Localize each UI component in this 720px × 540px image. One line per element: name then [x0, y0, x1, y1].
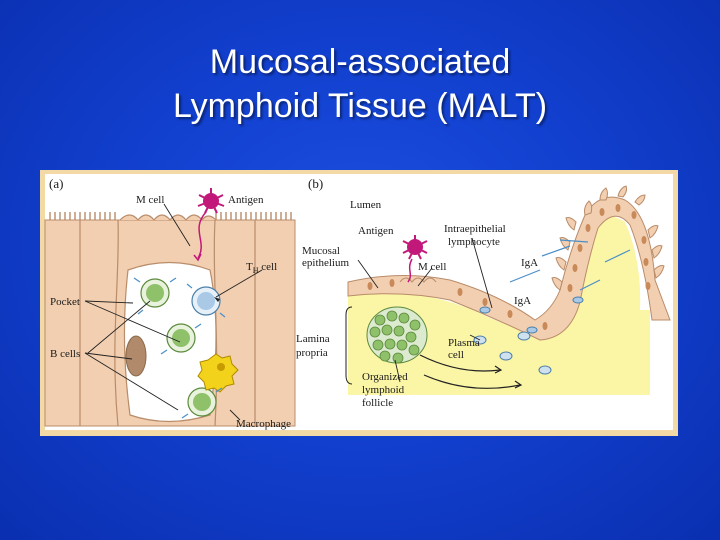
title-line-2: Lymphoid Tissue (MALT) — [172, 87, 548, 125]
panel-a-microvilli — [49, 212, 292, 220]
antigen-icon — [197, 188, 225, 214]
th-cell — [191, 286, 221, 316]
macrophage-nucleus — [217, 363, 225, 371]
label-lamina-2: propria — [296, 347, 328, 359]
b-cell — [187, 387, 217, 417]
label-plasma-2: cell — [448, 349, 464, 361]
label-mucosal-1: Mucosal — [302, 245, 340, 257]
arrowhead — [494, 365, 503, 374]
panel-b-m-cell — [399, 277, 437, 283]
label-pocket: Pocket — [50, 296, 80, 308]
label-iga-2: IgA — [514, 295, 531, 307]
label-lumen: Lumen — [350, 199, 382, 211]
label-lamina-1: Lamina — [296, 333, 330, 345]
arrowhead — [514, 380, 523, 389]
label-antigen-b: Antigen — [358, 225, 394, 237]
label-macrophage: Macrophage — [236, 418, 291, 430]
malt-diagram: (a) M cell Antigen TH cell Pocket B cell… — [44, 174, 673, 430]
label-iga-1: IgA — [521, 257, 538, 269]
panel-a: (a) M cell Antigen TH cell Pocket B cell… — [44, 176, 296, 430]
migration-arrows — [419, 354, 521, 389]
lymphoid-follicle — [366, 306, 428, 364]
label-follicle-2: lymphoid — [362, 384, 405, 396]
antigen-arrowhead — [193, 253, 202, 262]
iga-arrows — [509, 239, 631, 291]
macrophage — [197, 353, 239, 393]
label-m-cell-b: M cell — [418, 261, 446, 273]
label-intraepithelial-2: lymphocyte — [448, 236, 500, 248]
label-intraepithelial-1: Intraepithelial — [444, 223, 506, 235]
panel-a-m-cell-surface — [119, 214, 217, 221]
b-cell — [166, 323, 196, 353]
epithelial-nuclei — [367, 204, 651, 330]
b-cell — [140, 278, 170, 308]
title-line-1: Mucosal-associated — [209, 43, 511, 81]
label-m-cell-a: M cell — [136, 194, 164, 206]
panel-b-pointer-lines — [357, 237, 493, 383]
antigen-path-arrow — [407, 258, 413, 283]
villus-crypt-cells — [551, 185, 665, 291]
label-b-cells: B cells — [50, 348, 80, 360]
label-antigen-a: Antigen — [228, 194, 264, 206]
label-plasma-1: Plasma — [448, 337, 480, 349]
label-follicle-3: follicle — [362, 397, 393, 409]
malt-figure: (a) M cell Antigen TH cell Pocket B cell… — [40, 170, 678, 436]
panel-b-tag: (b) — [308, 176, 323, 191]
intraepithelial-lymphocyte — [479, 296, 584, 334]
lamina-bracket — [345, 306, 353, 385]
label-follicle-1: Organized — [362, 371, 408, 383]
label-th-cell: TH cell — [246, 261, 277, 275]
th-pointer-arrowhead — [214, 297, 220, 302]
panel-b: (b) Lumen Antigen Intraepithelial lympho… — [296, 176, 671, 409]
antigen-path-arrow — [197, 211, 207, 259]
panel-a-pointer-lines — [84, 203, 263, 421]
cell-nucleus — [125, 335, 147, 377]
panel-a-tag: (a) — [49, 176, 63, 191]
lamina-propria — [348, 215, 650, 395]
slide-title: Mucosal-associated Lymphoid Tissue (MALT… — [0, 40, 720, 128]
receptor-arrows — [133, 277, 226, 419]
label-mucosal-2: epithelium — [302, 257, 349, 269]
antigen-icon — [402, 235, 428, 260]
